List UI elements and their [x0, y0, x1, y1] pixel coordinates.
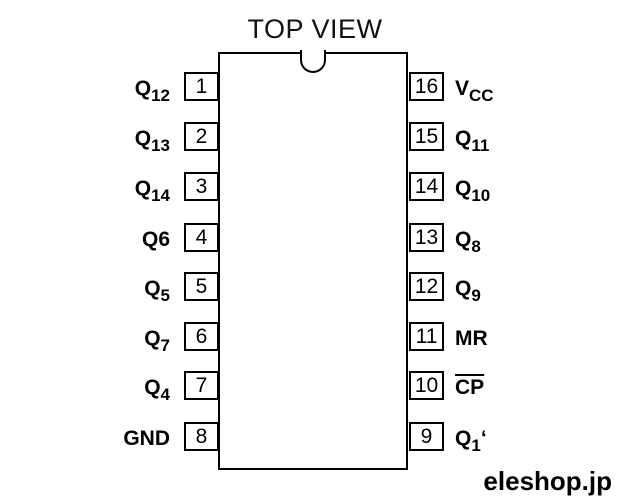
pin-name-subscript: CC	[469, 86, 494, 105]
pin-6-label: Q7	[144, 324, 170, 355]
pin-8: 8	[184, 422, 219, 451]
pin-name: Q	[134, 127, 152, 150]
pin-10-label: CP	[455, 373, 484, 402]
pin-name-subscript: 4	[160, 385, 170, 404]
pin-name: Q	[455, 427, 472, 450]
pin-13: 13	[409, 223, 444, 252]
pin-1: 1	[184, 72, 219, 101]
pin-number: 11	[415, 324, 438, 348]
pin-name-subscript: 10	[471, 186, 491, 205]
pin-name-subscript: 8	[471, 237, 481, 256]
pin-12-label: Q9	[455, 274, 481, 305]
pin-name: Q	[144, 277, 161, 300]
pin-number: 5	[195, 274, 208, 298]
pin-10: 10	[409, 371, 444, 400]
pin-5: 5	[184, 272, 219, 301]
pin-11: 11	[409, 322, 444, 351]
pin-7: 7	[184, 371, 219, 400]
pin-name: Q	[134, 177, 152, 200]
pin-number: 3	[195, 174, 208, 198]
pin-name: Q	[134, 77, 152, 100]
pin-number: 4	[195, 225, 208, 249]
brand-watermark: eleshop.jp	[483, 466, 612, 496]
pin-4: 4	[184, 223, 219, 252]
pin-name-subscript: 13	[151, 136, 170, 155]
pin-number: 8	[195, 424, 208, 448]
pin-name: Q6	[141, 228, 170, 251]
pin-5-label: Q5	[144, 274, 170, 305]
pin-3-label: Q14	[134, 174, 170, 205]
ic-package-body	[218, 52, 408, 470]
pin-name: CP	[455, 376, 485, 399]
pin-name-suffix: ‘	[480, 427, 487, 450]
pin-number: 7	[195, 373, 208, 397]
pin-9-label: Q1‘	[455, 424, 487, 455]
pin-9: 9	[409, 422, 444, 451]
pin-number: 1	[195, 74, 208, 98]
pin-name-subscript: 12	[151, 86, 170, 105]
pin-2: 2	[184, 122, 219, 151]
pin-name-subscript: 5	[160, 286, 170, 305]
pin-name-subscript: 11	[471, 136, 490, 155]
pin-15-label: Q11	[455, 124, 490, 155]
pin-number: 10	[414, 373, 439, 397]
pin-number: 16	[414, 74, 439, 98]
pin-name-subscript: 9	[471, 286, 481, 305]
pin-6: 6	[184, 322, 219, 351]
pin-number: 15	[414, 124, 439, 148]
pin-number: 13	[414, 225, 439, 249]
pin-12: 12	[409, 272, 444, 301]
pin-13-label: Q8	[455, 225, 481, 256]
pin-name: Q	[144, 376, 161, 399]
pin-15: 15	[409, 122, 444, 151]
pin-number: 2	[195, 124, 208, 148]
diagram-title: TOP VIEW	[247, 14, 383, 44]
pin-7-label: Q4	[144, 373, 170, 404]
pin-name: Q	[455, 277, 472, 300]
pin-2-label: Q13	[134, 124, 170, 155]
pin-name: Q	[455, 177, 472, 200]
pin1-notch	[300, 50, 326, 73]
pin-name-subscript: 7	[160, 336, 170, 355]
pin-11-label: MR	[455, 324, 488, 353]
pin-number: 12	[414, 274, 439, 298]
pin-name: GND	[123, 427, 170, 450]
pin-3: 3	[184, 172, 219, 201]
pin-4-label: Q6	[142, 225, 170, 254]
pin-name: Q	[455, 228, 472, 251]
pin-16: 16	[409, 72, 444, 101]
pin-number: 6	[195, 324, 208, 348]
pin-number: 9	[420, 424, 433, 448]
pin-8-label: GND	[123, 424, 170, 453]
pin-number: 14	[414, 174, 439, 198]
pin-name-subscript: 1	[471, 436, 481, 455]
pin-14: 14	[409, 172, 444, 201]
pin-16-label: VCC	[455, 74, 494, 105]
pin-1-label: Q12	[134, 74, 170, 105]
pin-name: MR	[455, 327, 488, 350]
pin-14-label: Q10	[455, 174, 491, 205]
pin-name-subscript: 14	[151, 186, 170, 205]
pin-name: Q	[144, 327, 161, 350]
pin-name: V	[455, 77, 470, 100]
pin-name: Q	[455, 127, 472, 150]
